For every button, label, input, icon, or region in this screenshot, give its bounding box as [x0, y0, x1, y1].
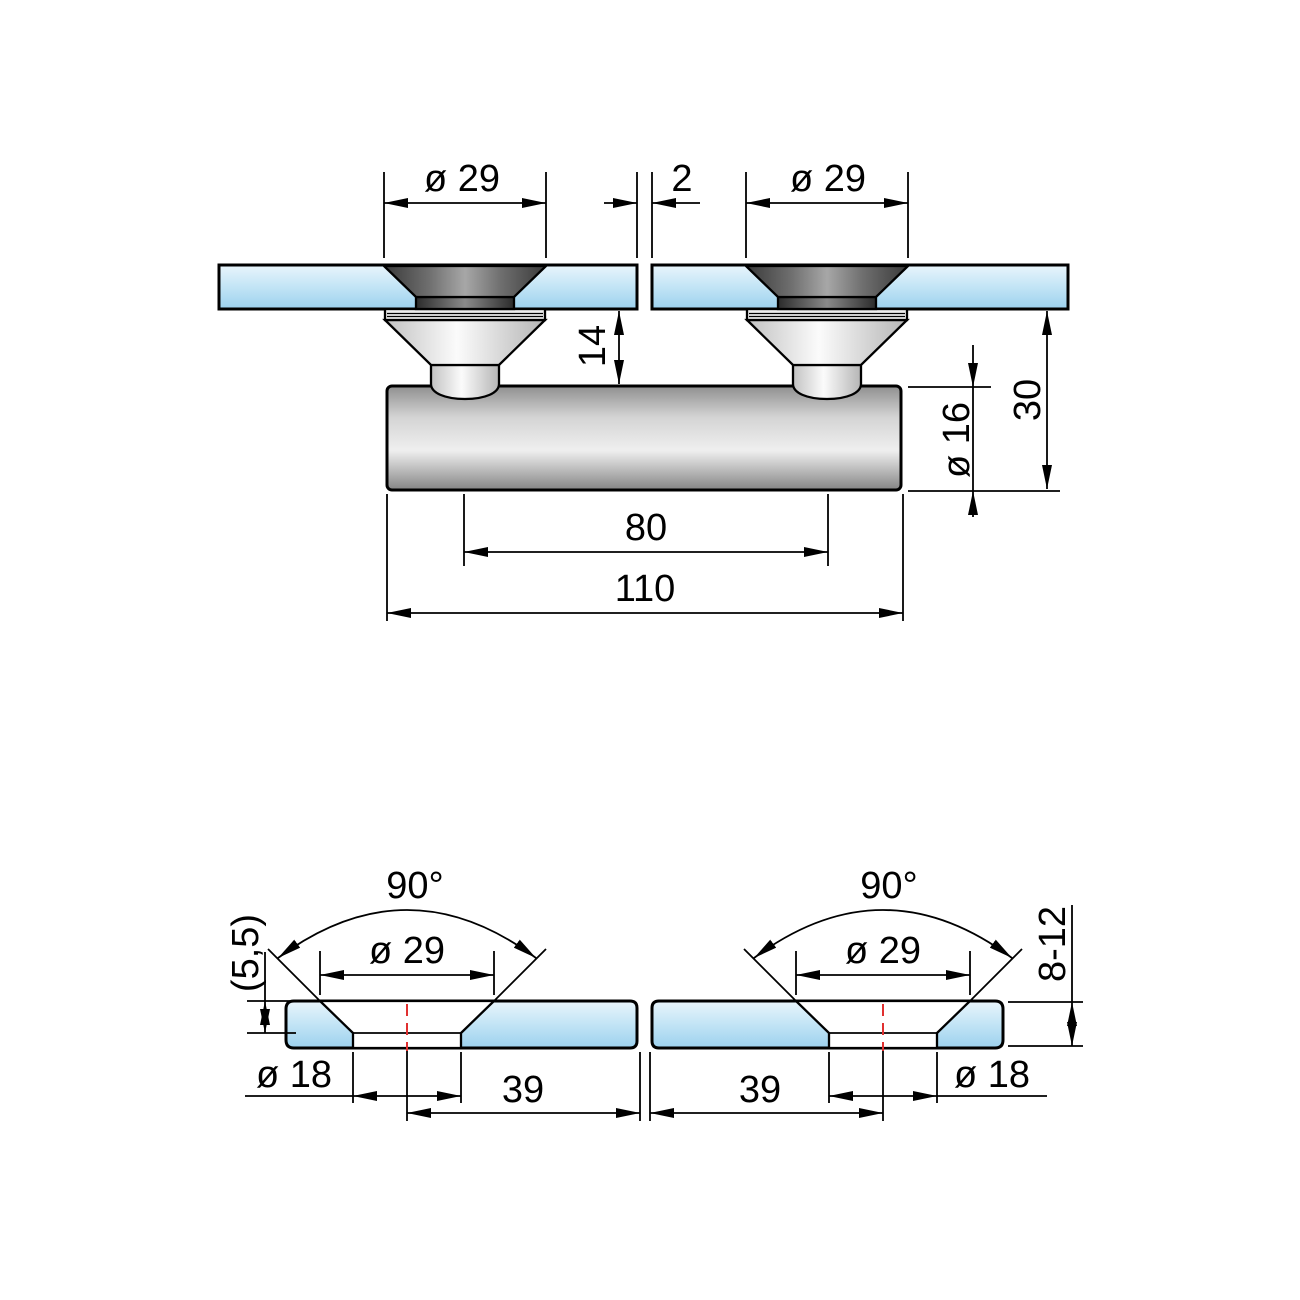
clamp-bar — [385, 384, 903, 492]
dim-glass-to-bar: 14 — [572, 311, 624, 384]
glass-point-fitting-right — [744, 264, 910, 401]
dim-label-hole-dia-left: ø 18 — [256, 1054, 332, 1096]
dim-countersink-dia-lower-right: ø 29 — [795, 930, 971, 995]
dim-label-glass-to-bar: 14 — [572, 325, 614, 367]
dim-label-countersink-depth: (5,5) — [225, 914, 267, 992]
section-view: 90° ø 29 (5,5) ø 18 39 — [225, 865, 1083, 1121]
dim-label-overall-height: 30 — [1007, 379, 1049, 421]
dim-hole-spacing: 80 — [463, 494, 829, 566]
dim-glass-thickness: 8-12 — [1008, 905, 1083, 1047]
dim-label-hole-dia-right: ø 18 — [954, 1054, 1030, 1096]
ext-line — [743, 948, 797, 1002]
dim-label-angle-left: 90° — [386, 865, 443, 907]
glass-point-fitting-left — [382, 264, 548, 401]
dim-bar-dia: ø 16 — [908, 345, 1060, 517]
ext-line — [267, 948, 321, 1002]
dim-center-to-edge-left: 39 — [407, 1052, 641, 1121]
dim-label-bar-dia: ø 16 — [936, 402, 978, 478]
dim-countersink-dia-right: ø 29 — [745, 158, 909, 258]
dim-overall-height: 30 — [1007, 311, 1052, 489]
side-view: ø 29 2 ø 29 14 ø 16 — [217, 158, 1070, 621]
ext-line — [969, 948, 1023, 1002]
dim-countersink-dia-left: ø 29 — [383, 158, 547, 258]
dim-label-countersink-dia-lower-right: ø 29 — [845, 930, 921, 972]
dim-label-countersink-dia-right: ø 29 — [790, 158, 866, 200]
dim-label-panel-gap: 2 — [671, 158, 692, 200]
dim-hole-dia-left: ø 18 — [245, 1052, 462, 1103]
dim-label-countersink-dia-lower-left: ø 29 — [369, 930, 445, 972]
angle-arc — [753, 909, 1013, 959]
dim-panel-gap: 2 — [604, 158, 700, 258]
dim-label-bar-length: 110 — [615, 568, 676, 610]
dim-bar-length: 110 — [386, 494, 904, 621]
dim-angle-right: 90° — [743, 865, 1023, 1002]
dim-hole-dia-right: ø 18 — [828, 1052, 1047, 1103]
ext-line — [493, 948, 547, 1002]
dim-center-to-edge-right: 39 — [649, 1052, 883, 1121]
dim-label-center-to-edge-left: 39 — [502, 1069, 544, 1111]
dim-countersink-dia-lower-left: ø 29 — [319, 930, 495, 995]
dim-label-countersink-dia-left: ø 29 — [424, 158, 500, 200]
dim-angle-left: 90° — [267, 865, 547, 1002]
dim-label-angle-right: 90° — [860, 865, 917, 907]
dim-label-hole-spacing: 80 — [625, 507, 667, 549]
dim-countersink-depth: (5,5) — [225, 914, 296, 1034]
dim-label-glass-thickness: 8-12 — [1032, 906, 1074, 982]
dim-label-center-to-edge-right: 39 — [739, 1069, 781, 1111]
angle-arc — [277, 909, 537, 959]
